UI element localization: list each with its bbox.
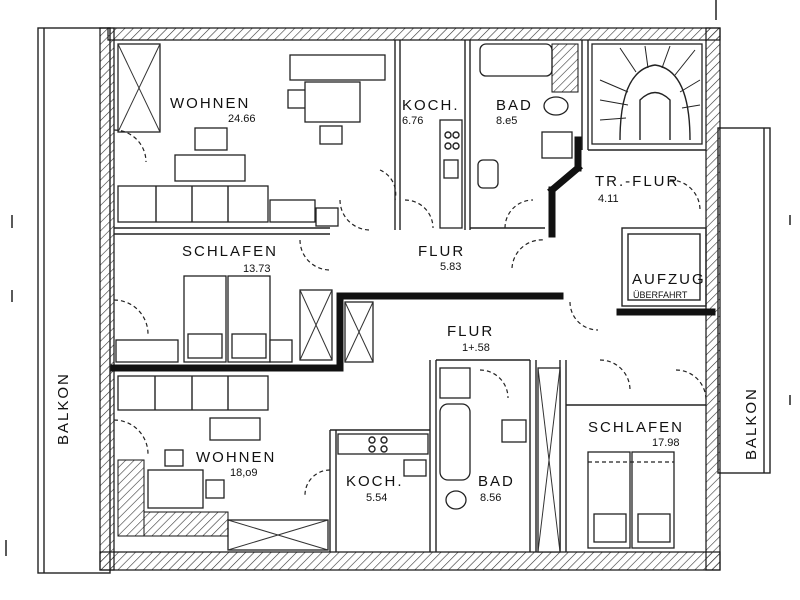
room-area-schlafen-right: 17.98 <box>652 437 680 449</box>
room-label-wohnen-top: WOHNEN <box>170 95 250 112</box>
furniture-living-bottom <box>117 375 269 537</box>
room-label-schlafen-left: SCHLAFEN <box>182 243 278 260</box>
room-label-flur-top: FLUR <box>418 243 465 260</box>
room-area-wohnen-top: 24.66 <box>228 113 256 125</box>
interior-walls <box>114 40 707 552</box>
exterior-walls <box>99 27 721 571</box>
room-area-bad-bottom: 8.56 <box>480 492 501 504</box>
room-area-koch-bottom: 5.54 <box>366 492 387 504</box>
room-label-flur-bottom: FLUR <box>447 323 494 340</box>
room-label-tr-flur: TR.-FLUR <box>595 173 679 190</box>
room-label-koch-top: KOCH. <box>402 97 460 114</box>
doors <box>113 129 707 496</box>
room-label-schlafen-right: SCHLAFEN <box>588 419 684 436</box>
furniture-living-top <box>117 54 386 227</box>
room-label-bad-top: BAD <box>496 97 533 114</box>
furniture-kitchen-top <box>439 119 463 229</box>
furniture-bath-top <box>477 43 579 189</box>
room-area-bad-top: 8.e5 <box>496 115 517 127</box>
room-label-wohnen-bottom: WOHNEN <box>196 449 276 466</box>
balcony-label-right: BALKON <box>743 387 760 460</box>
shafts <box>117 43 561 553</box>
room-area-tr-flur: 4.11 <box>598 193 619 205</box>
room-area-schlafen-left: 13.73 <box>243 263 271 275</box>
furniture-kitchen-bottom <box>337 433 429 477</box>
room-area-wohnen-bottom: 18,o9 <box>230 467 258 479</box>
furniture-bedroom-right <box>587 451 675 549</box>
load-bearing-walls <box>110 136 716 372</box>
room-area-flur-bottom: 1+.58 <box>462 342 490 354</box>
furniture-bedroom-left <box>115 275 293 363</box>
left-balcony-frame <box>37 27 111 574</box>
room-area-flur-top: 5.83 <box>440 261 461 273</box>
room-label-aufzug: AUFZUG <box>632 271 706 288</box>
furniture-bath-bottom <box>439 367 527 510</box>
room-area-koch-top: 6.76 <box>402 115 423 127</box>
spiral-staircase <box>591 43 703 145</box>
room-label-bad-bottom: BAD <box>478 473 515 490</box>
balcony-label-left: BALKON <box>55 372 72 445</box>
room-label-koch-bottom: KOCH. <box>346 473 404 490</box>
room-sub-aufzug: ÜBERFAHRT <box>633 290 688 300</box>
margin-marks <box>5 0 791 556</box>
